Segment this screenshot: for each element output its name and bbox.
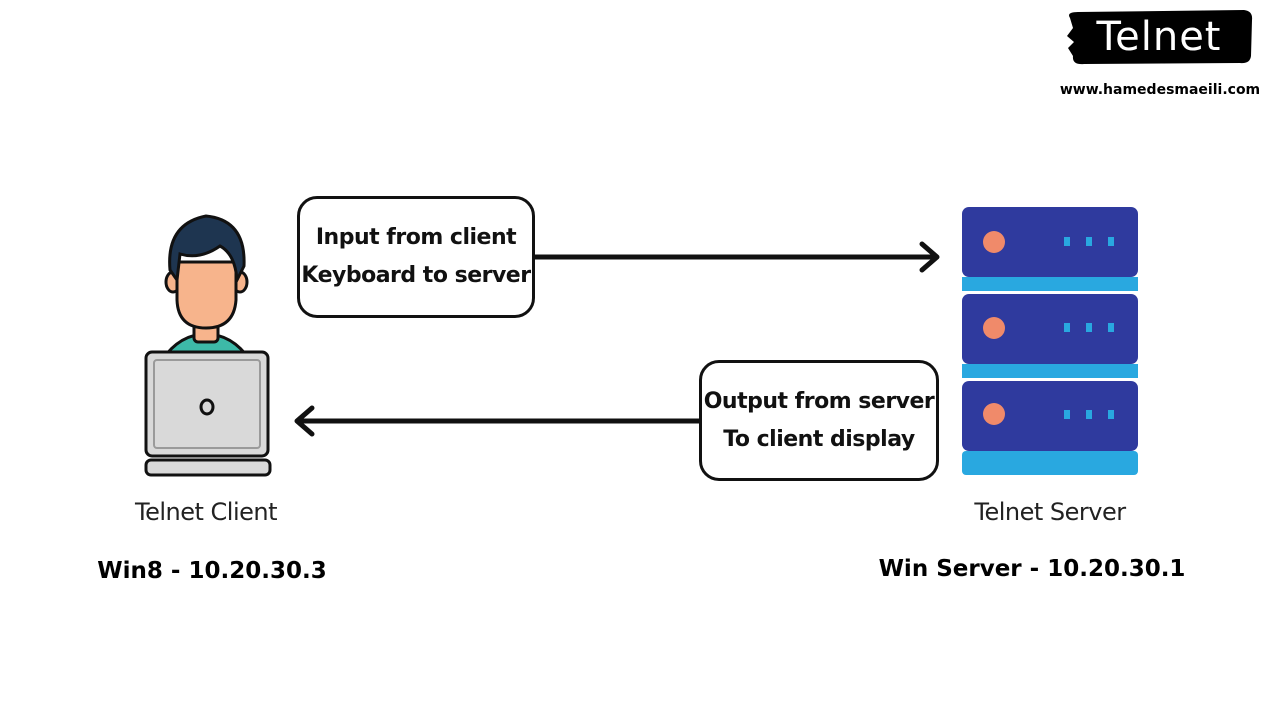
website-url: www.hamedesmaeili.com	[1059, 82, 1261, 98]
arrow-to-client	[294, 405, 699, 437]
brand-badge: Telnet	[1064, 8, 1254, 66]
output-message-line1: Output from server	[703, 388, 935, 414]
server-figure	[960, 205, 1140, 485]
client-figure	[140, 210, 275, 485]
output-message-line2: To client display	[723, 426, 915, 452]
input-message-line2: Keyboard to server	[301, 263, 531, 288]
server-unit-2	[962, 294, 1138, 378]
output-message-box: Output from server To client display	[699, 360, 939, 481]
server-unit-1	[962, 207, 1138, 291]
input-message-box: Input from client Keyboard to server	[297, 196, 535, 318]
client-host-label: Win8 - 10.20.30.3	[97, 558, 327, 584]
server-unit-3	[962, 381, 1138, 475]
server-host-label: Win Server - 10.20.30.1	[878, 556, 1186, 582]
client-name-label: Telnet Client	[134, 498, 278, 526]
server-rack-icon	[962, 207, 1138, 475]
brush-stroke-shape	[1067, 10, 1253, 65]
badge-title: Telnet	[1096, 14, 1222, 60]
arrow-to-server	[535, 241, 940, 273]
user-laptop-icon	[144, 214, 272, 477]
server-name-label: Telnet Server	[974, 498, 1126, 526]
input-message-line1: Input from client	[315, 225, 517, 250]
